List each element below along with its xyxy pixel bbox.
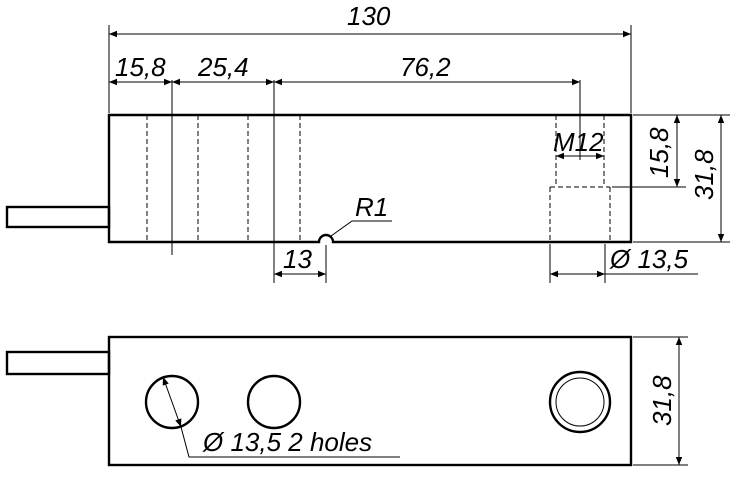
dim-text-fillet-radius: R1	[355, 192, 388, 222]
threaded-hole-outer	[548, 370, 612, 434]
dim-text-hole-spacing: 25,4	[197, 52, 249, 82]
dim-text-thread: M12	[553, 127, 604, 157]
dim-text-mount-hole-spacing: 76,2	[400, 52, 451, 82]
threaded-hole-inner	[555, 377, 605, 427]
hidden-hole-1	[146, 115, 199, 242]
dim-text-thread-depth: 15,8	[644, 127, 674, 178]
dim-text-overall-length: 130	[347, 1, 391, 31]
dim-text-holes-note: Ø 13,5 2 holes	[202, 427, 372, 457]
dim-line-hole-1-diameter	[162, 376, 182, 428]
dim-text-notch-width: 13	[283, 244, 312, 274]
cable-top	[5, 205, 111, 229]
load-cell-body-front	[107, 113, 633, 244]
load-cell-body-top	[107, 335, 633, 467]
leader-fillet-radius	[330, 220, 392, 237]
leader-holes-note	[180, 426, 400, 458]
hidden-threaded-hole	[549, 115, 611, 242]
dim-text-hole-diameter: Ø 13,5	[609, 244, 689, 274]
top-view: Ø 13,5 2 holes 31,8	[5, 335, 688, 467]
dim-text-side-height: 31,8	[647, 375, 677, 426]
dim-text-body-height: 31,8	[689, 149, 719, 200]
through-hole-2	[246, 374, 302, 430]
through-hole-1	[144, 374, 200, 430]
dim-text-first-hole-offset: 15,8	[115, 52, 166, 82]
hidden-hole-2	[247, 115, 301, 242]
cable-bottom	[5, 350, 111, 376]
front-view: 130 15,8 25,4 76,2 M12 15,8 31,8 R1 13 Ø	[5, 1, 730, 283]
